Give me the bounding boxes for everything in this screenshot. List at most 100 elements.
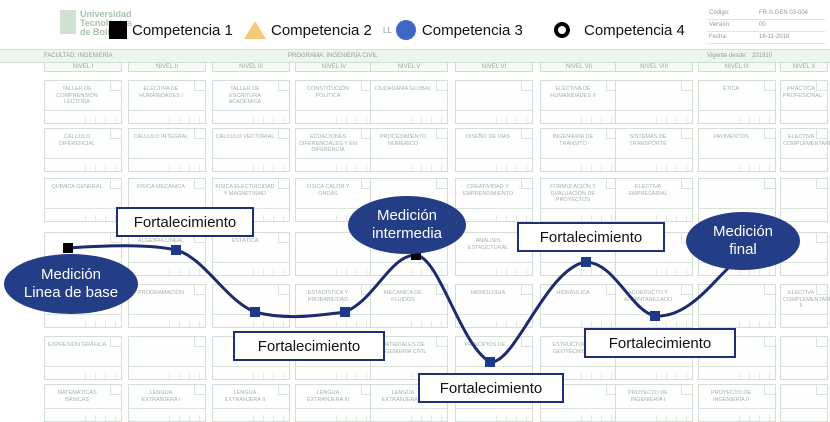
marker-1 (171, 245, 181, 255)
course-name: ELECTIVA DE HUMANIDADES I (139, 86, 183, 99)
course-card: PROYECTO DE INGENIERÍA II (698, 384, 776, 422)
course-info-grid (45, 314, 121, 327)
course-card: FORMULACIÓN Y EVALUACIÓN DE PROYECTOS (540, 178, 618, 222)
course-info-grid (699, 408, 775, 421)
course-credit-box (764, 179, 775, 189)
course-card: PRÁCTICA PROFESIONAL (780, 80, 828, 124)
course-credit-box (361, 179, 372, 189)
course-info-grid (456, 408, 532, 421)
course-info-grid (296, 110, 372, 123)
course-card (455, 80, 533, 124)
flow-curve (67, 244, 736, 364)
strengthening-box-1: Fortalecimiento (116, 207, 254, 237)
course-card: CÁLCULO INTEGRAL (128, 128, 206, 172)
course-credit-box (681, 129, 692, 139)
course-info-grid (296, 408, 372, 421)
course-info-grid (616, 110, 692, 123)
final-measurement-ellipse: Medición final (686, 212, 800, 270)
course-name: PROGRAMACIÓN (138, 290, 184, 296)
course-credit-box (278, 285, 289, 295)
course-credit-box (816, 81, 827, 91)
course-name: LENGUA EXTRANJERA IV (381, 390, 425, 403)
course-card: ÁLGEBRA LINEAL (128, 232, 206, 276)
doc-date-row: Fecha: 16-11-2018 (707, 32, 825, 44)
course-name: INGENIERÍA DE TRÁNSITO (552, 134, 594, 147)
course-name: MECÁNICA DE FLUIDOS (384, 290, 422, 303)
course-credit-box (278, 129, 289, 139)
course-credit-box (110, 385, 121, 395)
document-header: Universidad Tecnológica de Bolívar Compe… (0, 0, 830, 50)
legend-competencia-2: Competencia 2 (243, 20, 372, 40)
level-header: NIVEL II (128, 62, 206, 72)
course-info-grid (45, 110, 121, 123)
course-credit-box (194, 385, 205, 395)
course-name: ELECTIVA COMPLEMENTARIA II (783, 290, 830, 309)
course-name: LENGUA EXTRANJERA I (141, 390, 181, 403)
level-header: NIVEL III (212, 62, 290, 72)
logo-line-1: Universidad (80, 9, 132, 19)
course-info-grid (781, 366, 827, 379)
faculty-label: FACULTAD: INGENIERÍA (44, 53, 113, 59)
course-name: PROCEDIMIENTO NUMÉRICO (379, 134, 427, 147)
legend-label-3: Competencia 3 (421, 21, 523, 39)
course-name: CONSTITUCIÓN POLÍTICA (307, 86, 349, 99)
course-name: ESTÁTICA (231, 238, 259, 244)
course-card: INGENIERÍA DE TRÁNSITO (540, 128, 618, 172)
course-card: CREATIVIDAD Y EMPRENDIMIENTO (455, 178, 533, 222)
course-credit-box (110, 81, 121, 91)
course-info-grid (213, 408, 289, 421)
course-name: SISTEMAS DE TRANSPORTE (629, 134, 667, 147)
course-info-grid (541, 408, 617, 421)
course-credit-box (606, 179, 617, 189)
course-name: DISEÑO DE VÍAS (465, 134, 511, 140)
black-square-icon (109, 21, 127, 39)
course-credit-box (764, 81, 775, 91)
course-name: CÁLCULO INTEGRAL (133, 134, 189, 140)
marker-6 (650, 311, 660, 321)
course-name: FÍSICA CALOR Y ONDAS (306, 184, 350, 197)
course-name: ESTADÍSTICA Y PROBABILIDAD (307, 290, 349, 303)
course-info-grid (213, 158, 289, 171)
course-info-grid (699, 366, 775, 379)
course-name: PAVIMENTOS (713, 134, 749, 140)
triangle-icon (244, 21, 266, 39)
course-info-grid (616, 366, 692, 379)
course-card: SISTEMAS DE TRANSPORTE (615, 128, 693, 172)
course-name: FORMULACIÓN Y EVALUACIÓN DE PROYECTOS (550, 184, 596, 203)
start-marker (63, 243, 73, 253)
course-name: CÁLCULO VECTORIAL (215, 134, 275, 140)
marker-5 (581, 257, 591, 267)
course-info-grid (456, 262, 532, 275)
course-credit-box (681, 385, 692, 395)
course-info-grid (781, 208, 827, 221)
course-name: MATEMÁTICAS BÁSICAS (57, 390, 97, 403)
course-credit-box (110, 233, 121, 243)
course-info-grid (781, 158, 827, 171)
course-name: ECUACIONES DIFERENCIALES Y EN DIFERENCIA (299, 134, 357, 153)
course-credit-box (816, 385, 827, 395)
course-credit-box (606, 129, 617, 139)
university-logo: Universidad Tecnológica de Bolívar (60, 10, 132, 40)
course-card: LENGUA EXTRANJERA III (295, 384, 373, 422)
course-credit-box (194, 81, 205, 91)
course-credit-box (361, 129, 372, 139)
course-info-grid (213, 366, 289, 379)
course-card: ANÁLISIS ESTRUCTURAL (455, 232, 533, 276)
course-info-grid (541, 110, 617, 123)
course-info-grid (129, 314, 205, 327)
course-name: ANÁLISIS ESTRUCTURAL (467, 238, 509, 251)
course-info-grid (371, 314, 447, 327)
course-name: ELECTIVA EMPRESARIAL (628, 184, 668, 197)
course-info-grid (371, 158, 447, 171)
course-credit-box (194, 337, 205, 347)
course-card: PROGRAMACIÓN (128, 284, 206, 328)
course-name: CÁLCULO DIFERENCIAL (58, 134, 96, 147)
course-info-grid (781, 262, 827, 275)
course-card: CIUDADANÍA GLOBAL (370, 80, 448, 124)
course-card: ELECTIVA EMPRESARIAL (615, 178, 693, 222)
course-name: ÉTICA (722, 86, 740, 92)
legend-label-4: Competencia 4 (584, 21, 685, 39)
course-credit-box (606, 285, 617, 295)
intermediate-measurement-ellipse: Medición intermedia (348, 196, 466, 254)
course-info-grid (296, 366, 372, 379)
